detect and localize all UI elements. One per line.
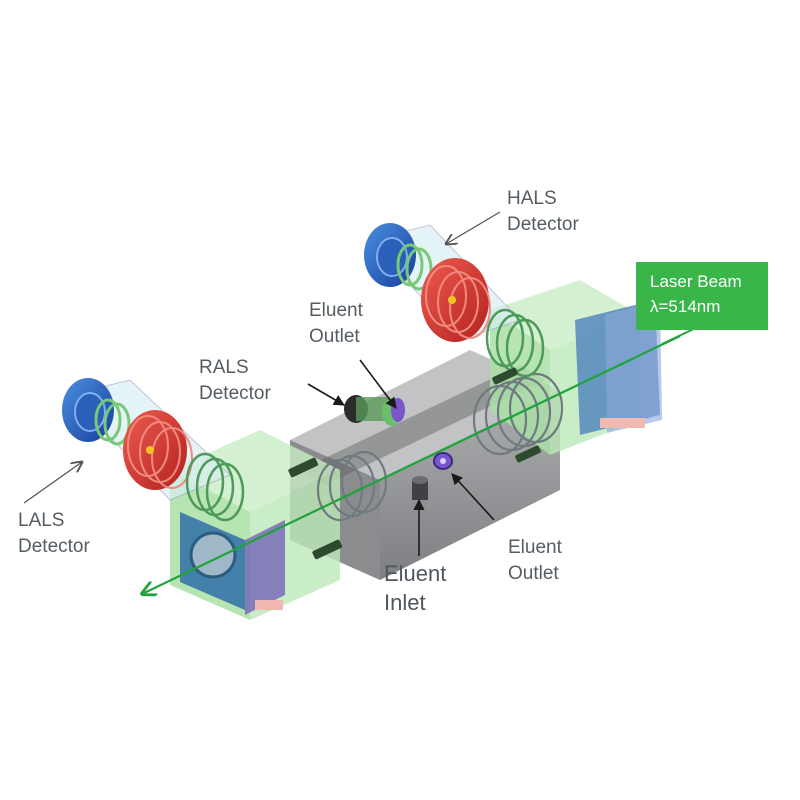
left-housing [170, 430, 340, 620]
rals-arrow [307, 383, 345, 406]
eluent-outlet-top-arrow [359, 359, 397, 409]
lals-arrow [23, 462, 82, 504]
eluent-fittings [412, 452, 453, 500]
lals-detector-assembly [62, 378, 245, 522]
hals-arrow [446, 211, 501, 244]
hals-detector-assembly [364, 223, 545, 378]
eluent-outlet-bottom-arrow [451, 473, 495, 521]
callout-arrows [23, 211, 703, 556]
cell-coils [316, 372, 564, 522]
right-housing [490, 280, 662, 455]
bolts [288, 367, 541, 560]
laser-beam-line [142, 335, 681, 594]
